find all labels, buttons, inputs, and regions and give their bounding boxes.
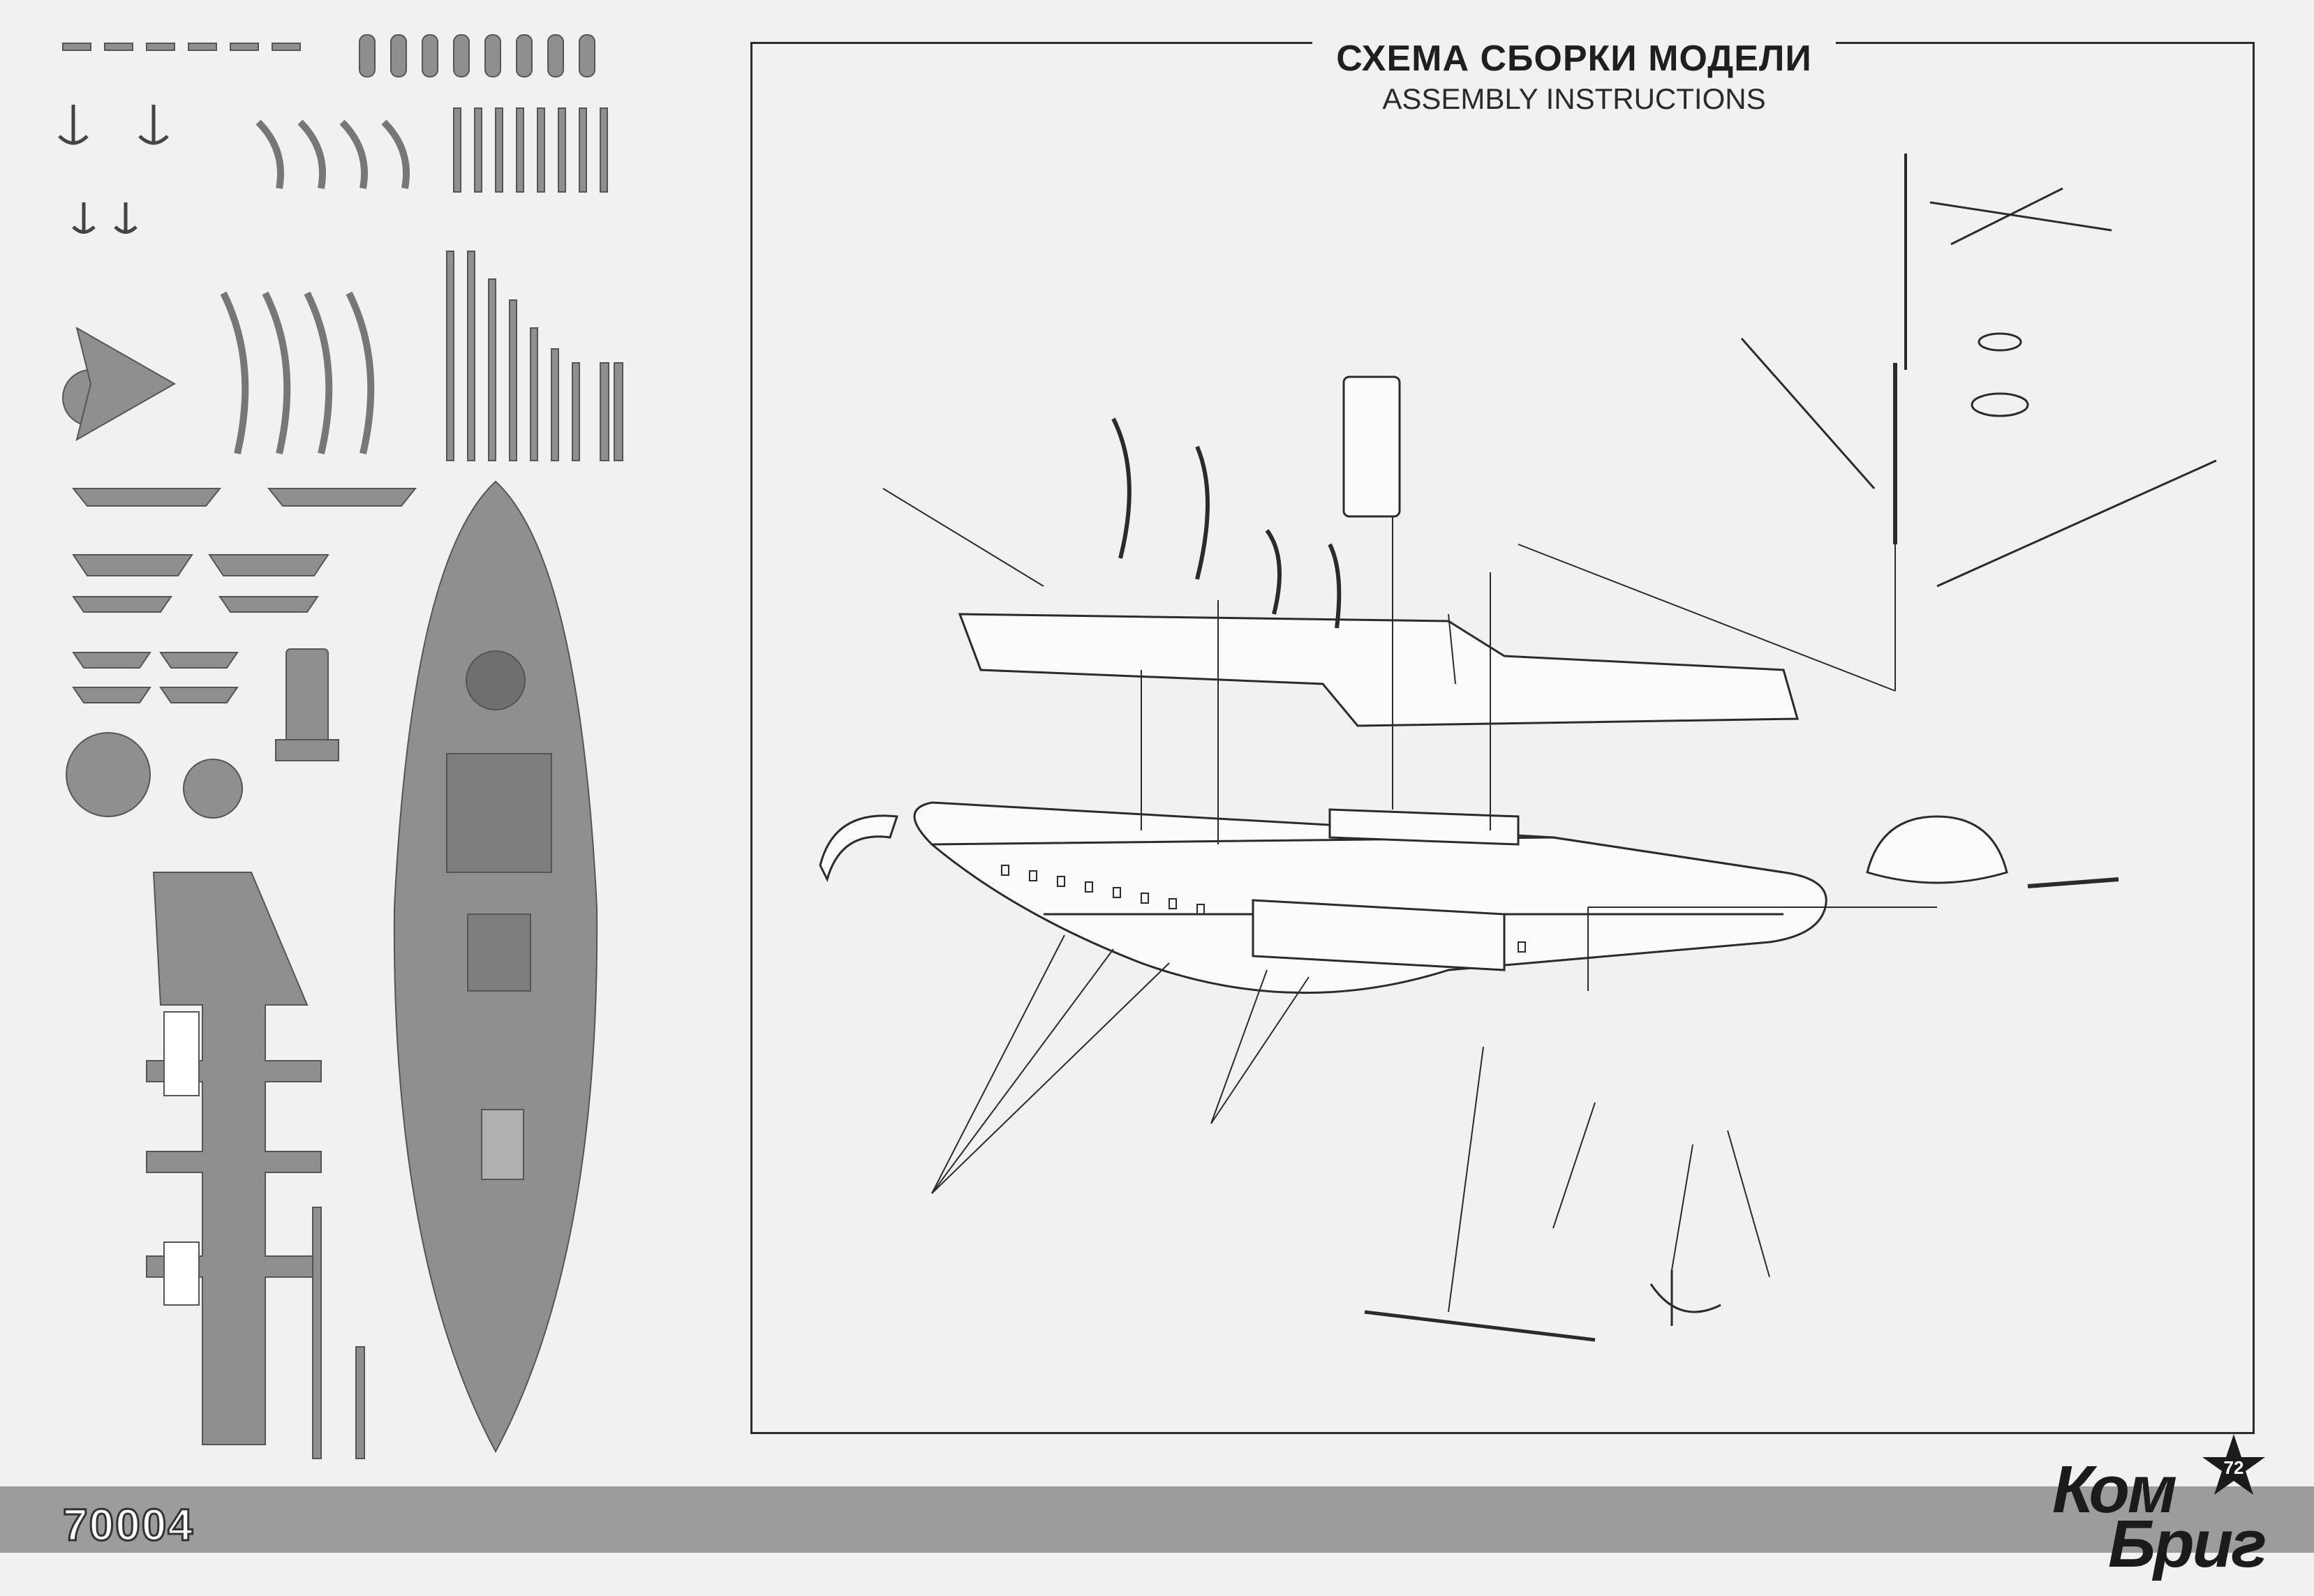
title-russian: СХЕМА СБОРКИ МОДЕЛИ (1336, 38, 1812, 79)
davit-1 (1111, 417, 1132, 559)
upper-deck-part (146, 872, 322, 1445)
flying-bridge (1328, 808, 1520, 846)
leader-lines (882, 488, 1937, 1313)
assembly-diagram (819, 154, 2217, 1342)
brand-line2: Бриг (2108, 1507, 2267, 1581)
casemate (1252, 899, 1506, 971)
anchor-parts (58, 105, 169, 234)
platform-deck (958, 613, 1799, 727)
mast-parts (312, 1207, 365, 1459)
davit-3 (1265, 529, 1282, 615)
star-icon: 72 (2202, 1434, 2265, 1495)
stern-bulwark (819, 814, 899, 883)
title-block: СХЕМА СБОРКИ МОДЕЛИ ASSEMBLY INSTRUCTION… (1312, 28, 1836, 119)
mast-assembly (1740, 154, 2217, 588)
brand-badge: 72 (2224, 1457, 2244, 1478)
davit-4 (1328, 543, 1342, 629)
ventilator-parts (359, 34, 595, 77)
funnel-part (275, 648, 339, 761)
kit-number: 70004 (62, 1499, 194, 1551)
boom-part (1364, 1310, 1596, 1342)
footer-bar (0, 1486, 2314, 1553)
lifeboat-parts (71, 488, 417, 703)
post-parts (446, 107, 623, 461)
davit-parts (220, 119, 410, 455)
brand-line1: Ком (2052, 1452, 2177, 1527)
title-english: ASSEMBLY INSTRUCTIONS (1382, 82, 1766, 115)
parts-sheet (58, 34, 623, 1459)
anchor-part (1649, 1270, 1721, 1326)
funnel (1342, 375, 1401, 518)
brand-logo: Ком Бриг 72 (2038, 1424, 2269, 1591)
davit-2 (1195, 445, 1210, 580)
small-gun-parts (62, 43, 301, 51)
gun-turret (1866, 815, 2008, 884)
hull-part (393, 480, 598, 1454)
turret-gun (2027, 877, 2119, 888)
turret-parts (62, 326, 243, 819)
